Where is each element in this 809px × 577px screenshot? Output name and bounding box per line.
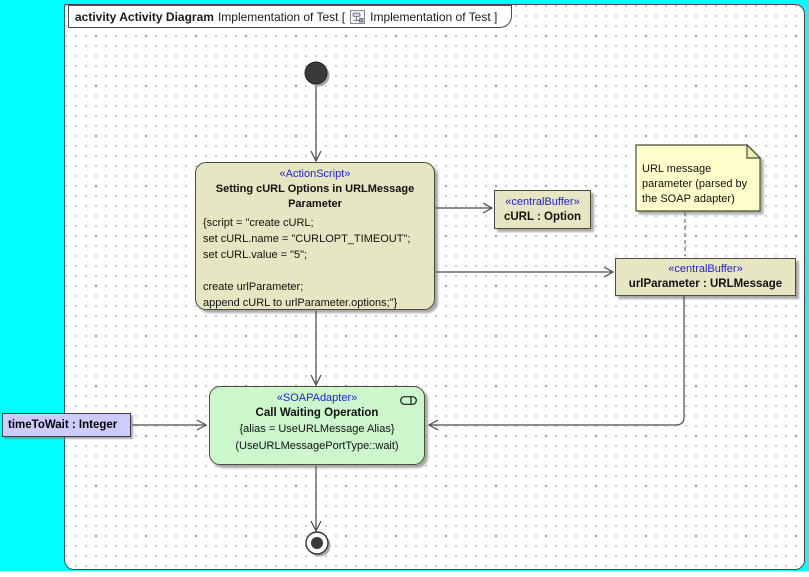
- script-line: append cURL to urlParameter.options;"}: [203, 297, 398, 309]
- url-param-buffer-stereotype: «centralBuffer»: [668, 263, 743, 275]
- curl-buffer-name: cURL : Option: [503, 210, 582, 223]
- action-stereotype: «ActionScript»: [279, 168, 351, 180]
- soap-constraint: {alias = UseURLMessage Alias}: [239, 423, 395, 435]
- diagram-context-end-label: Implementation of Test ]: [370, 9, 498, 24]
- diagram-kind-label: activity Activity Diagram: [75, 9, 214, 24]
- url-param-buffer[interactable]: «centralBuffer» urlParameter : URLMessag…: [615, 258, 796, 296]
- script-line: {script = "create cURL;: [203, 217, 314, 229]
- action-script-body: {script = "create cURL; set cURL.name = …: [196, 212, 434, 311]
- url-param-buffer-name: urlParameter : URLMessage: [628, 278, 783, 290]
- note[interactable]: [633, 142, 765, 216]
- action-script-node[interactable]: «ActionScript» Setting cURL Options in U…: [195, 162, 435, 310]
- diagram-title-tab[interactable]: activity Activity Diagram Implementation…: [68, 5, 513, 28]
- soap-behavior: (UseURLMessagePortType::wait): [235, 440, 399, 452]
- soap-name: Call Waiting Operation: [255, 407, 379, 419]
- call-operation-icon: [400, 394, 417, 411]
- note-fold-corner: [746, 143, 762, 159]
- soap-adapter-node[interactable]: «SOAPAdapter» Call Waiting Operation {al…: [209, 386, 425, 465]
- bottom-strip: [0, 571, 809, 577]
- script-line: create urlParameter;: [203, 281, 304, 293]
- script-line: [203, 263, 427, 279]
- script-line: set cURL.name = "CURLOPT_TIMEOUT";: [203, 233, 411, 245]
- script-line: set cURL.value = "5";: [203, 249, 308, 261]
- soap-stereotype: «SOAPAdapter»: [276, 392, 358, 404]
- activity-diagram-icon: [350, 9, 366, 24]
- action-name: Setting cURL Options in URLMessage Param…: [215, 183, 415, 210]
- note-text: URL message parameter (parsed by the SOA…: [642, 163, 748, 205]
- time-to-wait-object[interactable]: timeToWait : Integer: [2, 413, 131, 437]
- curl-buffer[interactable]: «centralBuffer» cURL : Option: [494, 190, 591, 229]
- curl-buffer-stereotype: «centralBuffer»: [505, 195, 580, 208]
- time-to-wait-label: timeToWait : Integer: [8, 419, 118, 431]
- diagram-context-label: Implementation of Test [: [217, 9, 346, 24]
